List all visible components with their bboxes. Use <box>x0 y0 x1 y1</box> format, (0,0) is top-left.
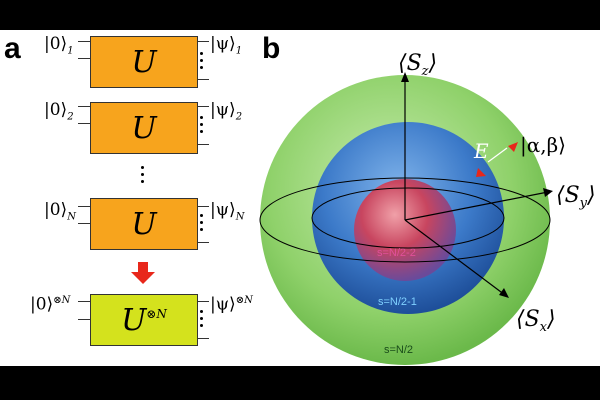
unitary-gate-n: U <box>90 198 198 250</box>
input-wire-ta <box>78 301 90 302</box>
inner-sphere-label: s=N/2-2 <box>377 247 416 259</box>
panel-a-label: a <box>4 32 21 65</box>
input-ket-1: |0⟩1 <box>44 34 74 57</box>
input-wire-nb <box>78 223 90 224</box>
output-ket-2: |ψ⟩2 <box>210 100 243 123</box>
upper-red-arrow-icon <box>508 142 518 152</box>
input-ket-2: |0⟩2 <box>44 100 74 123</box>
panel-b-label: b <box>262 32 281 65</box>
y-axis <box>404 191 549 221</box>
tensor-unitary-gate: U⊗N <box>90 294 198 346</box>
state-ket-label: |α,β⟩ <box>520 133 566 158</box>
output-ket-tensor: |ψ⟩⊗N <box>210 294 253 315</box>
rows-ellipsis <box>141 166 145 187</box>
unitary-gate-1: U <box>90 36 198 88</box>
y-axis-arrowhead <box>543 188 553 197</box>
output-ket-n: |ψ⟩N <box>210 200 245 223</box>
output-wire-ta <box>197 301 209 302</box>
z-axis-label: ⟨Sz⟩ <box>398 51 437 79</box>
wire-ellipsis-n <box>200 214 204 235</box>
bloch-sphere-diagram: ⟨Sz⟩ ⟨Sy⟩ ⟨Sx⟩ |α,β⟩ E s=N/2-2 s=N/2-1 s… <box>259 51 596 365</box>
output-wire-2b <box>197 144 209 145</box>
down-arrow-icon <box>131 262 155 284</box>
middle-equator <box>311 187 505 249</box>
output-wire-1b <box>197 79 209 80</box>
output-wire-1a <box>197 41 209 42</box>
output-wire-nb <box>197 242 209 243</box>
input-ket-tensor: |0⟩⊗N <box>30 294 71 315</box>
input-wire-2a <box>78 106 90 107</box>
output-wire-tb <box>197 338 209 339</box>
energy-pointer <box>487 147 508 163</box>
wire-ellipsis-tensor <box>200 310 204 331</box>
middle-sphere-label: s=N/2-1 <box>378 296 417 308</box>
x-axis-label: ⟨Sx⟩ <box>516 307 556 335</box>
y-axis-label: ⟨Sy⟩ <box>556 183 596 211</box>
input-wire-2b <box>78 123 90 124</box>
x-axis-arrowhead <box>499 288 509 298</box>
figure-canvas: a |0⟩1 U |ψ⟩1 |0⟩2 U |ψ⟩2 |0⟩N U |ψ⟩N <box>0 30 600 366</box>
output-wire-na <box>197 206 209 207</box>
input-wire-1a <box>78 41 90 42</box>
output-ket-1: |ψ⟩1 <box>210 34 243 57</box>
lower-red-arrow-icon <box>476 168 486 177</box>
wire-ellipsis-1 <box>200 52 204 73</box>
output-wire-2a <box>197 106 209 107</box>
inner-sphere <box>354 179 456 281</box>
x-axis <box>404 219 506 296</box>
wire-ellipsis-2 <box>200 116 204 137</box>
energy-label: E <box>473 139 489 163</box>
input-ket-n: |0⟩N <box>44 200 76 223</box>
input-wire-tb <box>78 319 90 320</box>
input-wire-1b <box>78 58 90 59</box>
outer-sphere-label: s=N/2 <box>384 344 413 356</box>
input-wire-na <box>78 206 90 207</box>
unitary-gate-2: U <box>90 102 198 154</box>
z-axis-arrowhead <box>401 72 409 82</box>
